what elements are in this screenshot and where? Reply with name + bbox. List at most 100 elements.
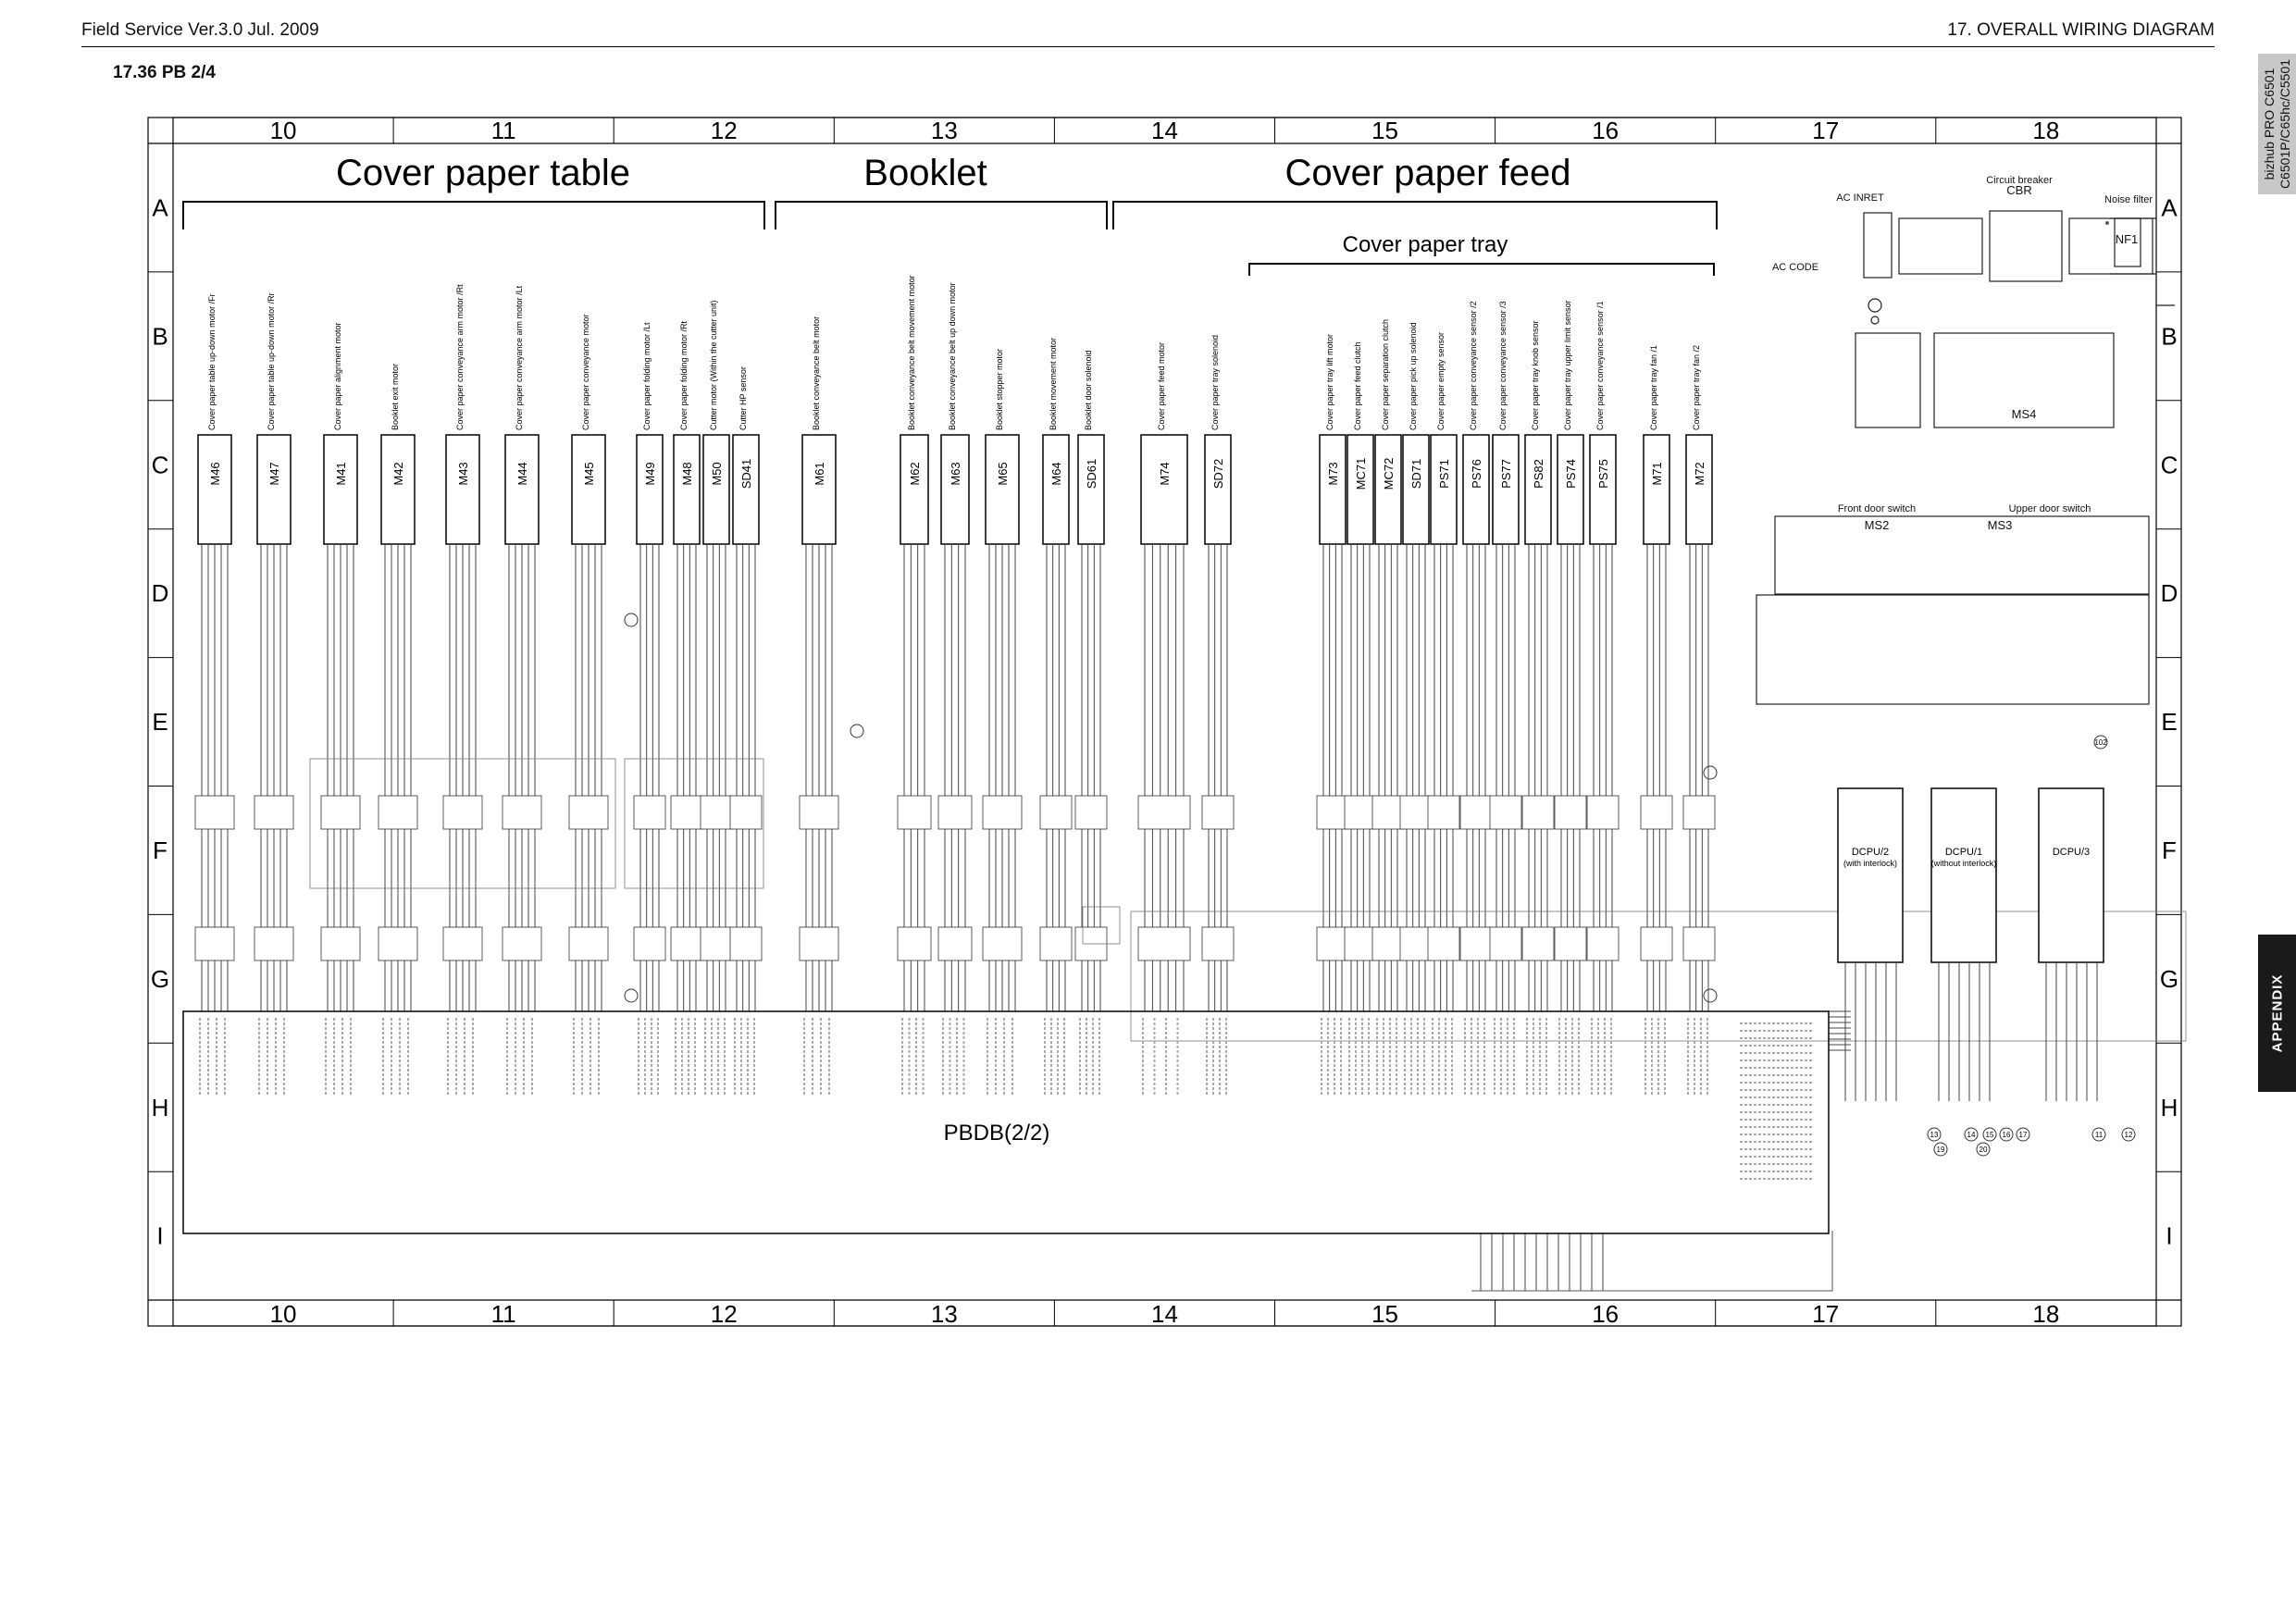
connector xyxy=(254,795,294,830)
connector xyxy=(982,795,1023,830)
component-code: M46 xyxy=(208,462,222,485)
connector xyxy=(937,926,973,961)
group-brackets xyxy=(182,201,1718,276)
row-label-right: C xyxy=(2161,451,2178,478)
circuit-breaker-label: Circuit breaker xyxy=(1986,175,2053,186)
column-label-bottom: 18 xyxy=(2032,1300,2059,1328)
component-description: Booklet exit motor xyxy=(391,364,400,430)
component-description: Cover paper tray lift motor xyxy=(1325,334,1334,430)
upper-door-switch-label: Upper door switch xyxy=(2009,503,2091,514)
terminal: 12 xyxy=(2121,1127,2136,1142)
component-description: Cover paper separation clutch xyxy=(1381,319,1390,430)
svg-text:102: 102 xyxy=(2094,738,2107,747)
component-description: Booklet door solenoid xyxy=(1084,350,1093,430)
connector xyxy=(502,795,542,830)
component-description: Cover paper tray fan /1 xyxy=(1649,345,1658,430)
component-description: Cover paper folding motor /Lt xyxy=(642,322,652,430)
circuit-breaker-box xyxy=(1989,210,2063,282)
connector xyxy=(729,926,763,961)
component-code: M65 xyxy=(996,462,1010,485)
connector xyxy=(1459,795,1493,830)
component-code: PS75 xyxy=(1596,459,1610,489)
component-code: M42 xyxy=(391,462,405,485)
column-label-top: 18 xyxy=(2032,117,2059,144)
connector xyxy=(1682,795,1716,830)
connector xyxy=(1640,795,1673,830)
component-m50: Cutter motor (Within the cutter unit)M50 xyxy=(702,300,730,545)
component-description: Cover paper tray fan /2 xyxy=(1692,345,1701,430)
component-code: M62 xyxy=(908,462,922,485)
row-label-right: B xyxy=(2161,322,2177,350)
component-description: Cover paper tray solenoid xyxy=(1210,335,1220,430)
footer-doc-version: Field Service Ver.3.0 Jul. 2009 xyxy=(81,20,319,40)
connector xyxy=(1201,926,1235,961)
terminal: 20 xyxy=(1976,1142,1991,1157)
component-code: PS71 xyxy=(1437,459,1451,489)
component-code: M74 xyxy=(1158,462,1172,485)
row-label-left: H xyxy=(152,1094,169,1121)
connector xyxy=(1399,926,1433,961)
connector xyxy=(1371,795,1405,830)
component-code: M61 xyxy=(813,462,826,485)
component-code: M44 xyxy=(515,462,529,485)
row-label-right: E xyxy=(2161,708,2177,736)
dcpu-unit: DCPU/3 xyxy=(2038,787,2104,1101)
component-columns: Cover paper table up-down motor /FrM46Co… xyxy=(197,275,1713,545)
component-description: Cutter HP sensor xyxy=(738,366,748,430)
connector xyxy=(568,795,609,830)
dcpu-name: DCPU/1 xyxy=(1945,847,1982,858)
terminal: 15 xyxy=(1982,1127,1997,1142)
nf1-label: NF1 xyxy=(2116,232,2139,246)
connector xyxy=(442,795,483,830)
connector xyxy=(700,795,733,830)
terminal: 102 xyxy=(2093,735,2108,750)
terminal: 17 xyxy=(2016,1127,2030,1142)
column-label-bottom: 15 xyxy=(1371,1300,1398,1328)
column-label-bottom: 14 xyxy=(1151,1300,1178,1328)
row-dividers xyxy=(148,271,2181,1172)
terminal: 14 xyxy=(1964,1127,1979,1142)
connector xyxy=(1521,795,1555,830)
component-description: Cover paper feed motor xyxy=(1157,342,1166,430)
dcpu-note: (without interlock) xyxy=(1931,859,1997,868)
connector xyxy=(1201,795,1235,830)
component-code: M47 xyxy=(267,462,281,485)
component-description: Cover paper folding motor /Rt xyxy=(679,320,689,430)
column-label-top: 13 xyxy=(931,117,958,144)
column-label-top: 10 xyxy=(270,117,297,144)
dcpu-units: DCPU/2(with interlock)DCPU/1(without int… xyxy=(1837,787,2104,1101)
pbdb-board-outline xyxy=(182,1010,1830,1234)
dcpu-note: (with interlock) xyxy=(1843,859,1897,868)
column-label-top: 12 xyxy=(711,117,738,144)
component-description: Cover paper table up-down motor /Rr xyxy=(267,292,276,430)
connector xyxy=(1682,926,1716,961)
component-description: Cover paper conveyance sensor /3 xyxy=(1498,301,1508,430)
connector xyxy=(1640,926,1673,961)
appendix-tab[interactable]: APPENDIX xyxy=(2258,935,2296,1092)
connector xyxy=(1586,795,1620,830)
column-label-top: 11 xyxy=(491,117,516,144)
svg-text:19: 19 xyxy=(1937,1146,1945,1154)
connector xyxy=(729,795,763,830)
column-label-bottom: 10 xyxy=(270,1300,297,1328)
column-label-bottom: 13 xyxy=(931,1300,958,1328)
connector xyxy=(1039,926,1073,961)
connector xyxy=(1554,795,1587,830)
connector xyxy=(937,795,973,830)
connector xyxy=(633,926,666,961)
row-label-right: H xyxy=(2161,1094,2178,1121)
